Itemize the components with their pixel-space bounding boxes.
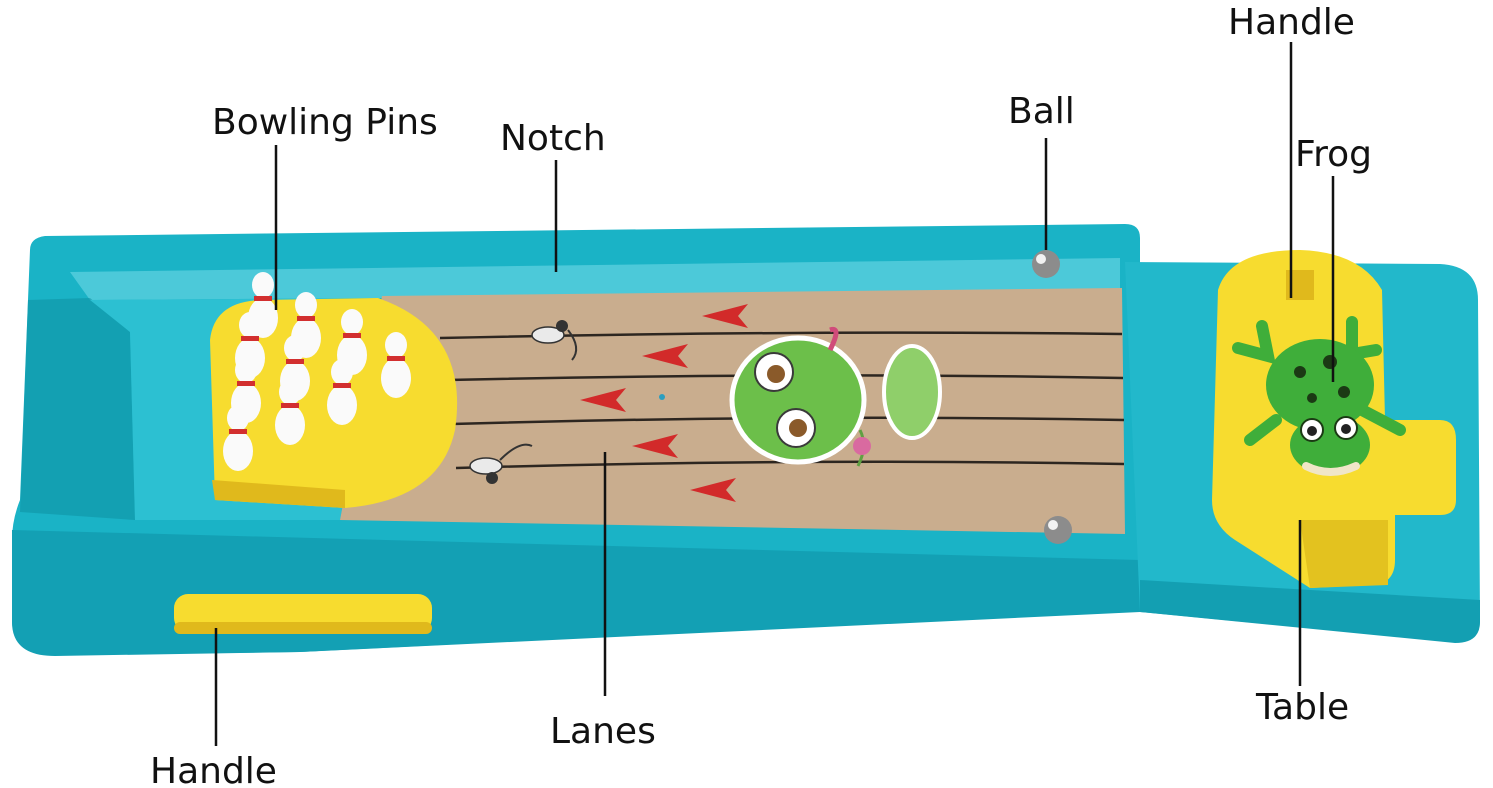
label-lanes: Lanes bbox=[550, 711, 656, 752]
label-frog: Frog bbox=[1295, 134, 1372, 175]
left-handle bbox=[174, 594, 432, 634]
arrow-icon bbox=[642, 344, 688, 368]
label-handle-bottom: Handle bbox=[150, 751, 277, 788]
bowling-pins-group bbox=[223, 272, 411, 471]
table-extension-front bbox=[1140, 580, 1480, 643]
fly-decal bbox=[469, 443, 533, 484]
arrow-icon bbox=[702, 304, 748, 328]
bowling-pin bbox=[275, 379, 305, 445]
label-handle-top: Handle bbox=[1228, 2, 1355, 43]
bowling-pin bbox=[381, 332, 411, 398]
label-ball: Ball bbox=[1008, 91, 1075, 132]
bowling-pin bbox=[327, 359, 357, 425]
label-bowling-pins: Bowling Pins bbox=[212, 102, 438, 143]
arrow-icon bbox=[632, 434, 678, 458]
fly-decal bbox=[531, 320, 578, 361]
arrow-icon bbox=[690, 478, 736, 502]
frog-decal bbox=[729, 326, 942, 467]
steel-ball bbox=[1044, 516, 1072, 544]
tray-rim bbox=[70, 258, 1120, 300]
toy-board bbox=[12, 224, 1480, 656]
callout-labels: Bowling Pins Notch Ball Handle Frog Lane… bbox=[150, 2, 1372, 788]
steel-ball bbox=[1032, 250, 1060, 278]
label-table: Table bbox=[1255, 687, 1349, 728]
lane-arrows bbox=[580, 304, 748, 502]
arrow-icon bbox=[580, 388, 626, 412]
leader-lines bbox=[214, 42, 1335, 746]
label-notch: Notch bbox=[500, 118, 606, 159]
plastic-frog bbox=[1232, 316, 1406, 476]
lane-dot bbox=[659, 394, 665, 400]
bowling-pin bbox=[223, 405, 253, 471]
left-pocket bbox=[20, 298, 135, 520]
pin-base-rim bbox=[212, 480, 345, 508]
